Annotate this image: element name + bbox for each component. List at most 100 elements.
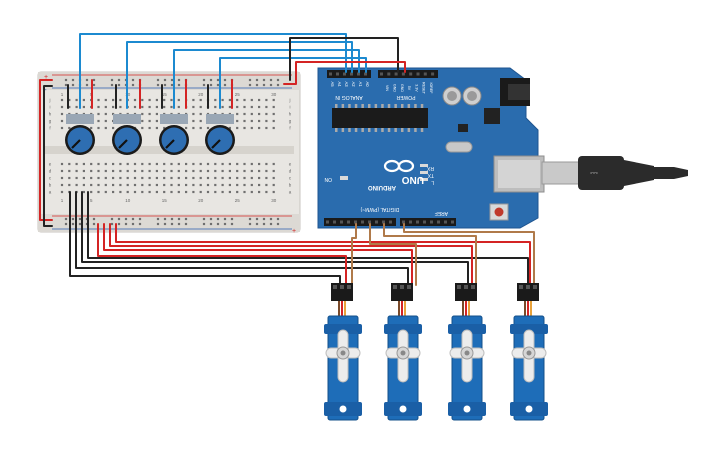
chip-pin bbox=[341, 104, 345, 108]
rail-hole bbox=[71, 217, 75, 221]
breadboard-hole bbox=[199, 112, 202, 116]
breadboard-hole bbox=[119, 190, 122, 194]
potentiometer[interactable] bbox=[205, 114, 235, 155]
analog-pin-label: A3 bbox=[344, 81, 349, 87]
header-pin bbox=[336, 72, 339, 76]
breadboard-hole bbox=[272, 112, 275, 116]
potentiometer[interactable] bbox=[159, 114, 189, 155]
row-letter: h bbox=[49, 112, 52, 117]
analog-pin-label: A1 bbox=[358, 81, 363, 87]
wire-servo3-gnd bbox=[81, 191, 469, 286]
breadboard-hole bbox=[199, 162, 202, 166]
row-letter: c bbox=[49, 176, 52, 181]
chip-pin bbox=[387, 128, 391, 132]
breadboard-hole bbox=[258, 183, 261, 187]
header-pin bbox=[357, 72, 360, 76]
breadboard-hole bbox=[236, 169, 239, 173]
rail-hole bbox=[92, 217, 96, 221]
row-letter: e bbox=[49, 162, 52, 167]
breadboard-hole bbox=[272, 126, 275, 130]
breadboard-hole bbox=[185, 162, 188, 166]
rail-hole bbox=[78, 217, 82, 221]
power-pin-label: 5V bbox=[407, 86, 411, 91]
breadboard-hole bbox=[112, 98, 115, 102]
breadboard-hole bbox=[243, 126, 246, 130]
breadboard-hole bbox=[243, 162, 246, 166]
row-letter: b bbox=[289, 183, 292, 188]
breadboard-hole bbox=[133, 98, 137, 102]
l-led-label: L bbox=[431, 179, 434, 185]
breadboard-hole bbox=[68, 162, 71, 166]
breadboard-hole bbox=[258, 176, 261, 180]
rail-hole bbox=[248, 83, 252, 87]
breadboard-hole bbox=[199, 98, 202, 102]
chip-pin bbox=[374, 128, 378, 132]
breadboard-hole bbox=[177, 176, 180, 180]
breadboard-hole bbox=[148, 169, 151, 173]
potentiometer[interactable] bbox=[112, 114, 142, 155]
breadboard-hole bbox=[265, 119, 268, 123]
header-pin bbox=[354, 220, 357, 224]
rail-hole bbox=[216, 222, 220, 226]
breadboard-hole bbox=[170, 105, 173, 109]
header-pin bbox=[394, 72, 398, 76]
on-led-label: ON bbox=[324, 176, 332, 182]
pot-base bbox=[113, 114, 141, 124]
reset-button-cap[interactable] bbox=[494, 207, 504, 217]
breadboard-hole bbox=[192, 176, 195, 180]
pot-base bbox=[160, 114, 188, 124]
breadboard-hole bbox=[177, 105, 180, 109]
breadboard-hole bbox=[133, 190, 137, 194]
breadboard-hole bbox=[60, 176, 64, 180]
breadboard-hole bbox=[214, 98, 217, 102]
breadboard-hole bbox=[236, 98, 239, 102]
header-pin bbox=[361, 220, 364, 224]
usb-plug-strain bbox=[624, 160, 654, 186]
rail-hole bbox=[276, 217, 280, 221]
header-pin bbox=[423, 72, 427, 76]
rail-hole bbox=[71, 83, 75, 87]
servo-motor bbox=[384, 283, 422, 421]
power-pin-label: IOREF bbox=[429, 83, 433, 95]
rail-hole bbox=[177, 78, 181, 82]
servo-header-pin bbox=[333, 285, 337, 289]
breadboard-hole bbox=[155, 105, 158, 109]
row-letter: b bbox=[49, 183, 52, 188]
rail-hole bbox=[92, 78, 96, 82]
breadboard-hole bbox=[148, 105, 151, 109]
rail-hole bbox=[156, 217, 160, 221]
breadboard-hole bbox=[236, 162, 239, 166]
column-number: 15 bbox=[162, 198, 168, 203]
column-number: 10 bbox=[125, 198, 131, 203]
breadboard-hole bbox=[265, 162, 268, 166]
breadboard-hole bbox=[214, 183, 217, 187]
rail-hole bbox=[131, 83, 135, 87]
breadboard-hole bbox=[192, 126, 195, 130]
breadboard-hole bbox=[236, 176, 239, 180]
header-pin bbox=[375, 220, 378, 224]
breadboard-hole bbox=[112, 183, 115, 187]
potentiometer[interactable] bbox=[65, 114, 95, 155]
breadboard-hole bbox=[250, 98, 253, 102]
rail-hole bbox=[163, 217, 167, 221]
chip-pin bbox=[368, 128, 371, 132]
servo-mount-tab bbox=[510, 324, 548, 334]
breadboard-hole bbox=[228, 169, 231, 173]
wire-servo2-gnd bbox=[75, 191, 409, 286]
breadboard-hole bbox=[265, 190, 268, 194]
breadboard-hole bbox=[148, 126, 151, 130]
breadboard-hole bbox=[148, 119, 151, 123]
rail-hole bbox=[64, 217, 68, 221]
capacitor-1-top bbox=[447, 91, 457, 101]
servo-shaft-center bbox=[400, 350, 406, 356]
breadboard-hole bbox=[155, 190, 158, 194]
breadboard-hole bbox=[243, 183, 246, 187]
servo-mount-tab bbox=[384, 324, 422, 334]
usb-icon: ⎓ bbox=[590, 168, 598, 179]
rail-hole bbox=[131, 217, 135, 221]
power-pin-label: GND bbox=[400, 84, 404, 92]
breadboard-hole bbox=[141, 119, 144, 123]
breadboard-hole bbox=[221, 183, 224, 187]
